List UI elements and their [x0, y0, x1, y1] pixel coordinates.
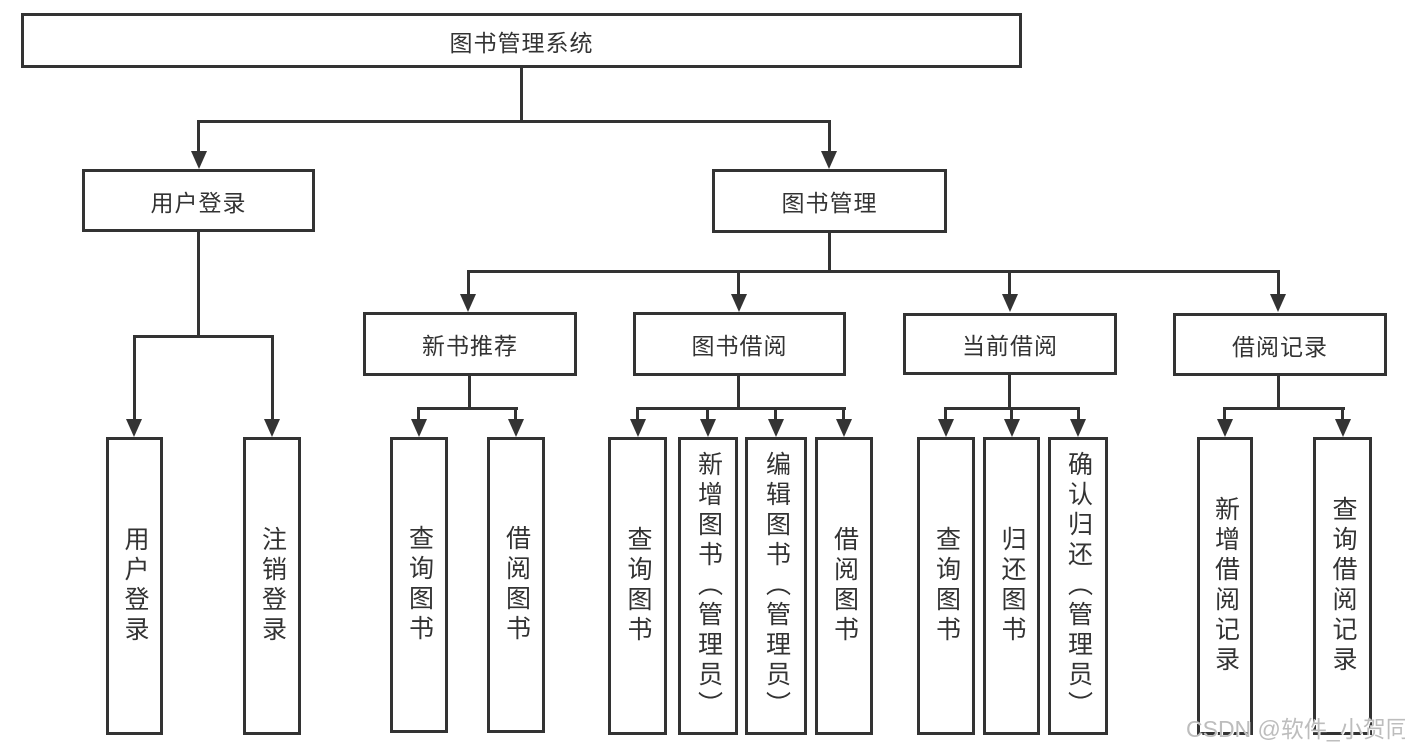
leaf-label: 归还图书: [998, 526, 1026, 646]
leaf-query-book-2: 查询图书: [608, 437, 667, 735]
leaf-query-book-1: 查询图书: [390, 437, 448, 733]
connector-line: [706, 407, 709, 419]
arrowhead-icon: [411, 419, 427, 437]
leaf-add-book-admin: 新增图书（管理员）: [678, 437, 738, 735]
connector-line: [944, 407, 947, 419]
connector-line: [467, 270, 470, 294]
arrowhead-icon: [1217, 419, 1233, 437]
connector-line: [514, 407, 517, 419]
connector-line: [737, 376, 740, 407]
leaf-edit-book-admin: 编辑图书（管理员）: [745, 437, 807, 735]
arrowhead-icon: [938, 419, 954, 437]
leaf-query-book-3: 查询图书: [917, 437, 975, 735]
connector-line: [133, 335, 136, 419]
watermark: CSDN @软件_小贺同学: [1186, 716, 1405, 742]
arrowhead-icon: [731, 294, 747, 312]
connector-line: [133, 335, 274, 338]
node-book-management: 图书管理: [712, 169, 947, 233]
node-borrow-record: 借阅记录: [1173, 313, 1387, 376]
connector-line: [197, 120, 200, 151]
leaf-label: 新增借阅记录: [1211, 496, 1240, 676]
arrowhead-icon: [264, 419, 280, 437]
arrowhead-icon: [821, 151, 837, 169]
arrowhead-icon: [700, 419, 716, 437]
connector-line: [828, 120, 831, 151]
connector-line: [1223, 407, 1226, 419]
leaf-logout: 注销登录: [243, 437, 301, 735]
node-root: 图书管理系统: [21, 13, 1022, 68]
arrowhead-icon: [1335, 419, 1351, 437]
node-book-borrow: 图书借阅: [633, 312, 846, 376]
node-label: 图书管理: [781, 190, 878, 216]
connector-line: [467, 270, 1280, 273]
leaf-label: 新增图书（管理员）: [694, 451, 723, 721]
node-label: 借阅记录: [1232, 333, 1328, 360]
connector-line: [842, 407, 845, 419]
connector-line: [1277, 270, 1280, 294]
leaf-label: 查询借阅记录: [1329, 496, 1357, 676]
arrowhead-icon: [460, 294, 476, 312]
arrowhead-icon: [1070, 419, 1086, 437]
connector-line: [417, 407, 518, 410]
connector-line: [1077, 407, 1080, 419]
node-label: 当前借阅: [962, 333, 1058, 359]
leaf-borrow-book-1: 借阅图书: [487, 437, 545, 733]
connector-line: [828, 233, 831, 270]
leaf-label: 查询图书: [405, 525, 434, 645]
arrowhead-icon: [126, 419, 142, 437]
node-current-borrow: 当前借阅: [903, 313, 1117, 375]
node-new-book-recommend: 新书推荐: [363, 312, 577, 376]
arrowhead-icon: [630, 419, 646, 437]
arrowhead-icon: [191, 151, 207, 169]
connector-line: [636, 407, 846, 410]
leaf-label: 用户登录: [121, 526, 149, 646]
arrowhead-icon: [1270, 294, 1286, 312]
arrowhead-icon: [768, 419, 784, 437]
node-user-login: 用户登录: [82, 169, 315, 232]
leaf-label: 确认归还（管理员）: [1064, 451, 1093, 721]
connector-line: [774, 407, 777, 419]
connector-line: [271, 335, 274, 419]
connector-line: [737, 270, 740, 294]
connector-line: [520, 68, 523, 120]
node-root-label: 图书管理系统: [449, 29, 594, 56]
leaf-label: 借阅图书: [830, 526, 859, 646]
connector-line: [1008, 270, 1011, 294]
leaf-borrow-book-2: 借阅图书: [815, 437, 873, 735]
connector-line: [636, 407, 639, 419]
leaf-add-borrow-record: 新增借阅记录: [1197, 437, 1253, 735]
arrowhead-icon: [1004, 419, 1020, 437]
leaf-label: 查询图书: [932, 526, 961, 646]
leaf-label: 查询图书: [624, 526, 652, 646]
leaf-label: 编辑图书（管理员）: [762, 451, 791, 721]
connector-line: [197, 120, 831, 123]
arrowhead-icon: [1002, 294, 1018, 312]
connector-line: [417, 407, 420, 419]
leaf-user-login: 用户登录: [106, 437, 163, 735]
leaf-return-book: 归还图书: [983, 437, 1040, 735]
connector-line: [1341, 407, 1344, 419]
connector-line: [1223, 407, 1345, 410]
leaf-confirm-return-admin: 确认归还（管理员）: [1048, 437, 1108, 735]
node-label: 用户登录: [150, 189, 247, 216]
leaf-query-borrow-record: 查询借阅记录: [1313, 437, 1372, 735]
leaf-label: 注销登录: [258, 526, 287, 646]
connector-line: [1010, 407, 1013, 419]
leaf-label: 借阅图书: [502, 525, 531, 645]
connector-line: [197, 232, 200, 335]
arrowhead-icon: [508, 419, 524, 437]
connector-line: [468, 376, 471, 407]
connector-line: [1277, 376, 1280, 407]
arrowhead-icon: [836, 419, 852, 437]
node-label: 新书推荐: [422, 333, 518, 359]
connector-line: [1008, 375, 1011, 407]
node-label: 图书借阅: [691, 333, 788, 359]
